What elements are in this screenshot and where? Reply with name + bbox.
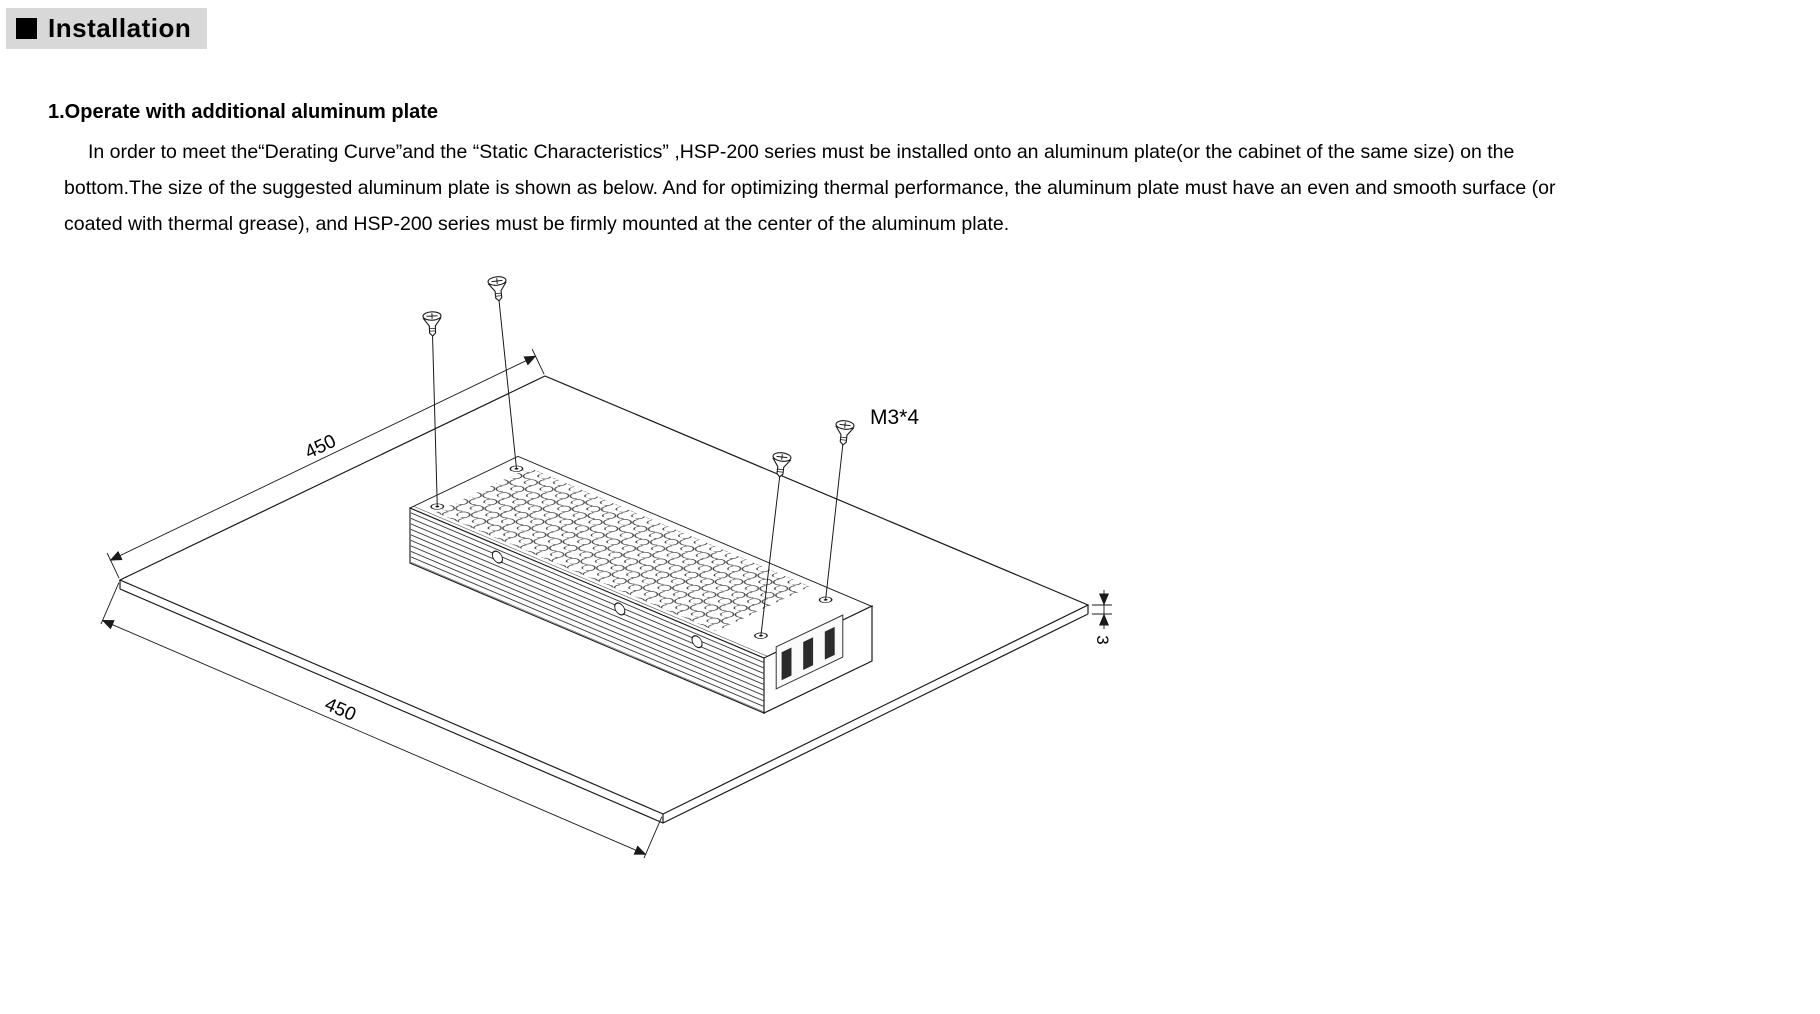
installation-diagram: 450 450 3: [100, 275, 1112, 859]
psu-unit: [408, 455, 874, 714]
dimension-thickness: [1092, 590, 1112, 629]
subsection-heading: 1.Operate with additional aluminum plate: [48, 101, 439, 123]
screw-leader-lines: [431, 280, 846, 636]
screw-icon: [487, 275, 509, 303]
section-title: Installation: [48, 13, 192, 43]
section-marker-icon: [16, 18, 37, 39]
section-header: Installation: [6, 8, 208, 49]
mounting-screws: [422, 275, 855, 636]
body-paragraph: In order to meet the“Derating Curve”and …: [64, 141, 1556, 235]
psu-terminal-block: [775, 614, 844, 690]
psu-heatsink-face: [409, 507, 765, 714]
dim-label-450-top: 450: [302, 431, 340, 464]
screw-spec-label: M3*4: [870, 406, 919, 429]
dim-label-thickness: 3: [1093, 635, 1112, 644]
screw-icon: [422, 310, 443, 337]
dim-label-450-bottom: 450: [321, 694, 358, 726]
installation-content: 1.Operate with additional aluminum plate…: [48, 101, 1820, 242]
screw-icon: [833, 419, 855, 447]
psu-top-face: [408, 455, 874, 659]
dimension-450-top: [106, 348, 545, 579]
dimension-450-bottom: [100, 582, 663, 859]
